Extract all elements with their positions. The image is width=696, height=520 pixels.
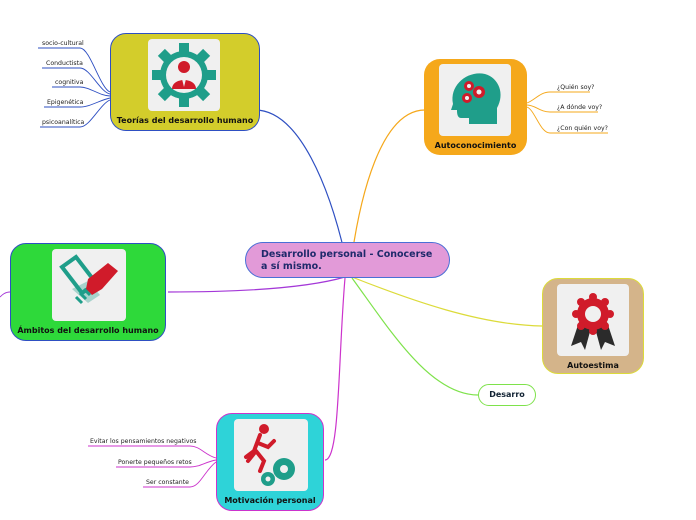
node-autoconocimiento[interactable]: Autoconocimiento [424,59,527,155]
runner-gears-icon [244,424,295,486]
motivacion-image [234,419,308,491]
node-autoestima[interactable]: Autoestima [542,278,644,374]
leaf-epigenetica[interactable]: Epigenética [47,99,84,106]
ambitos-label: Ámbitos del desarrollo humano [17,326,159,335]
leaf-a-donde-voy[interactable]: ¿A dónde voy? [557,104,603,111]
leaf-evitar-pensamientos[interactable]: Evitar los pensamientos negativos [90,438,197,445]
teorias-label: Teorías del desarrollo humano [116,116,254,125]
leaf-socio-cultural[interactable]: socio-cultural [42,40,84,47]
node-ambitos[interactable]: Ámbitos del desarrollo humano [10,243,166,341]
node-desarro[interactable]: Desarro [478,384,536,406]
autoconocimiento-label: Autoconocimiento [434,141,517,150]
person-gear-icon [152,43,216,107]
ambitos-image [52,249,126,321]
leaf-psicoanalitica[interactable]: psicoanalítica [42,119,85,126]
motivacion-label: Motivación personal [224,496,316,505]
leaf-ser-constante[interactable]: Ser constante [146,479,189,486]
leaf-cognitiva[interactable]: cognitiva [55,79,84,86]
leaf-conductista[interactable]: Conductista [46,60,83,67]
leaf-pequenos-retos[interactable]: Ponerte pequeños retos [118,459,192,466]
autoestima-label: Autoestima [567,361,619,370]
handshake-icon [59,254,118,305]
leaf-con-quien-voy[interactable]: ¿Con quién voy? [557,125,608,132]
autoestima-image [557,284,629,356]
award-ribbon-icon [571,293,615,350]
teorias-image [148,39,220,111]
autoconocimiento-image [439,64,511,136]
central-topic[interactable]: Desarrollo personal - Conocerse a sí mis… [245,242,450,278]
node-motivacion[interactable]: Motivación personal [216,413,324,511]
head-gears-icon [451,73,501,124]
leaf-quien-soy[interactable]: ¿Quién soy? [557,84,595,91]
central-title: Desarrollo personal - Conocerse a sí mis… [261,249,433,272]
node-teorias[interactable]: Teorías del desarrollo humano [110,33,260,131]
